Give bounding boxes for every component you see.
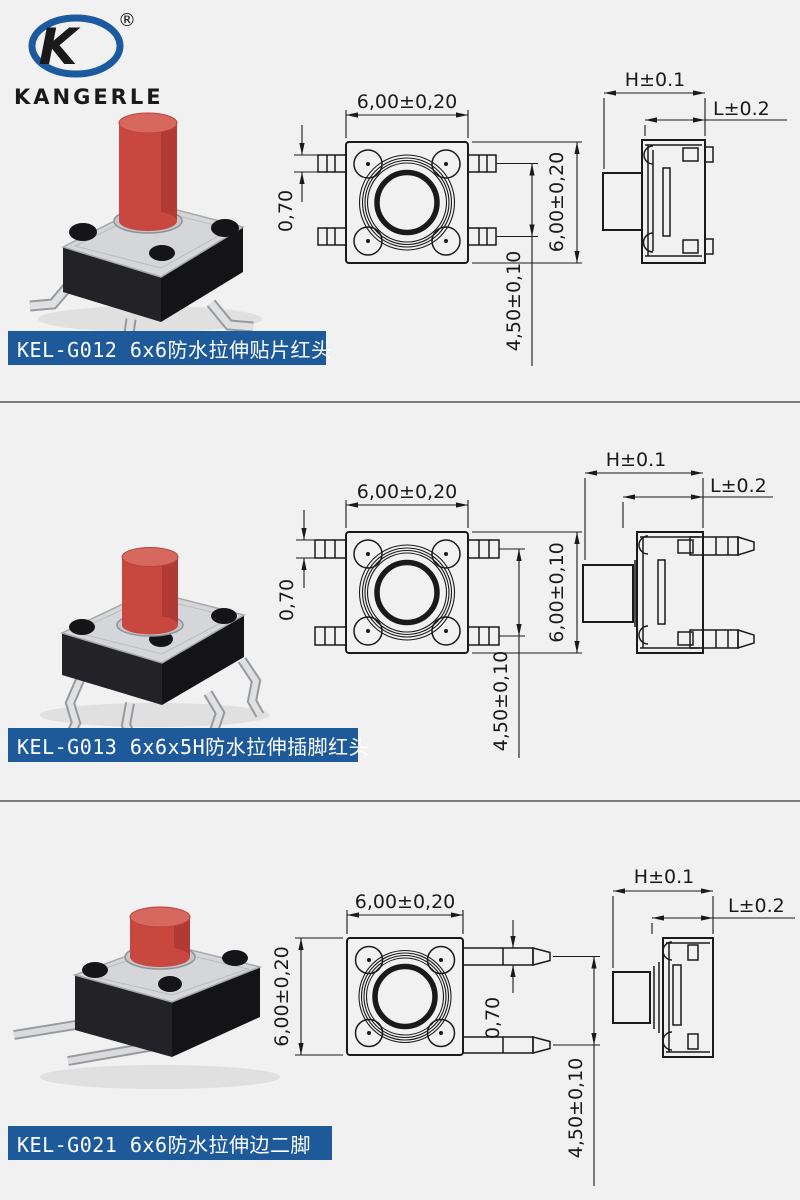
dim-length-l: L±0.2 — [713, 98, 770, 120]
dimension-lines — [295, 910, 600, 1186]
corner-bump — [222, 950, 248, 966]
switch-side-outline — [612, 937, 714, 1058]
side-view-drawing-2: H±0.1 L±0.2 — [582, 449, 773, 654]
dimension-arrows — [298, 912, 597, 1055]
side-view-drawing-3: H±0.1 L±0.2 — [612, 866, 795, 1058]
switch-outline — [346, 937, 551, 1056]
dim-height-h: H±0.1 — [606, 449, 666, 471]
dim-body-height: 6,00±0,20 — [271, 946, 293, 1047]
dimension-arrows — [585, 470, 703, 500]
switch-body — [60, 202, 245, 322]
button-side — [602, 172, 643, 231]
dim-length-l: L±0.2 — [728, 895, 785, 917]
dim-height-h: H±0.1 — [625, 69, 685, 91]
dimension-arrows — [301, 502, 580, 653]
dimension-arrows — [604, 90, 705, 123]
logo-letter: K — [39, 18, 81, 76]
brand-logo: K ® KANGERLE — [14, 10, 164, 109]
dim-height-h: H±0.1 — [634, 866, 694, 888]
corner-bump — [158, 976, 182, 992]
dimension-arrows — [613, 888, 713, 921]
switch-outline — [314, 531, 500, 654]
dim-pad-pitch: 4,50±0,10 — [565, 1058, 587, 1159]
product-photo-2 — [40, 547, 270, 756]
product-photo-1 — [29, 112, 262, 353]
dim-side-height: 6,00±0,10 — [546, 542, 568, 643]
dimension-arrows — [299, 112, 580, 263]
row-divider — [0, 800, 800, 802]
corner-bump — [82, 962, 108, 978]
dim-pad-pitch: 4,50±0,10 — [503, 251, 525, 352]
product-label-1: KEL-G012 6x6防水拉伸贴片红头 — [8, 331, 331, 365]
switch-outline — [317, 141, 497, 264]
top-view-drawing-2: 6,00±0,20 6,00±0,10 0,70 4,50±0,10 — [276, 481, 582, 758]
dimension-lines — [612, 890, 795, 968]
product-photo-3 — [13, 906, 280, 1089]
product-label-text: KEL-G021 6x6防水拉伸边二脚 — [17, 1132, 311, 1157]
dim-pad-width: 0,70 — [275, 190, 297, 232]
dip-pins — [314, 539, 500, 646]
dimension-lines — [296, 500, 582, 758]
dim-top-width: 6,00±0,20 — [357, 481, 458, 503]
product-label-text: KEL-G013 6x6x5H防水拉伸插脚红头 — [17, 734, 370, 759]
product-row-3: 6,00±0,20 6,00±0,20 0,70 4,50±0,10 — [0, 802, 800, 1200]
switch-side-outline — [582, 531, 755, 654]
product-label-3: KEL-G021 6x6防水拉伸边二脚 — [8, 1126, 332, 1160]
side-view-drawing-1: H±0.1 L±0.2 — [602, 69, 787, 264]
product-row-1: K ® KANGERLE — [0, 0, 800, 400]
dim-top-width: 6,00±0,20 — [355, 891, 456, 913]
row-divider — [0, 401, 800, 403]
brand-name: KANGERLE — [14, 85, 164, 109]
button-side — [582, 564, 634, 623]
dim-pad-pitch: 4,50±0,10 — [490, 651, 512, 752]
dim-side-height: 6,00±0,20 — [546, 152, 568, 253]
product-label-2: KEL-G013 6x6x5H防水拉伸插脚红头 — [8, 728, 369, 762]
switch-button-red — [124, 906, 196, 970]
switch-side-outline — [602, 139, 714, 264]
top-view-drawing-3: 6,00±0,20 6,00±0,20 0,70 4,50±0,10 — [271, 891, 600, 1186]
dip-pins-side — [689, 535, 755, 650]
top-view-drawing-1: 6,00±0,20 6,00±0,20 0,70 4,50±0,10 — [275, 91, 582, 366]
dim-length-l: L±0.2 — [710, 475, 767, 497]
corner-bump — [211, 219, 239, 237]
switch-button-red — [113, 112, 183, 234]
button-side — [612, 971, 651, 1024]
registered-mark-icon: ® — [118, 10, 136, 31]
dimension-lines — [603, 92, 787, 169]
product-row-2: 6,00±0,20 6,00±0,10 0,70 4,50±0,10 — [0, 403, 800, 803]
logo-oval — [28, 14, 124, 78]
corner-bump — [69, 223, 97, 241]
corner-bump — [69, 619, 95, 635]
product-label-text: KEL-G012 6x6防水拉伸贴片红头 — [17, 337, 332, 362]
dim-pad-width: 0,70 — [482, 997, 504, 1039]
side-pins — [462, 947, 551, 1054]
photo-shadow — [40, 1065, 280, 1089]
dim-top-width: 6,00±0,20 — [357, 91, 458, 113]
photo-shadow — [38, 306, 262, 332]
switch-body — [72, 942, 263, 1057]
corner-bump — [211, 608, 237, 624]
dim-pad-width: 0,70 — [276, 579, 298, 621]
switch-button-red — [116, 547, 184, 637]
dimension-lines — [294, 110, 582, 366]
corner-bump — [149, 245, 175, 261]
